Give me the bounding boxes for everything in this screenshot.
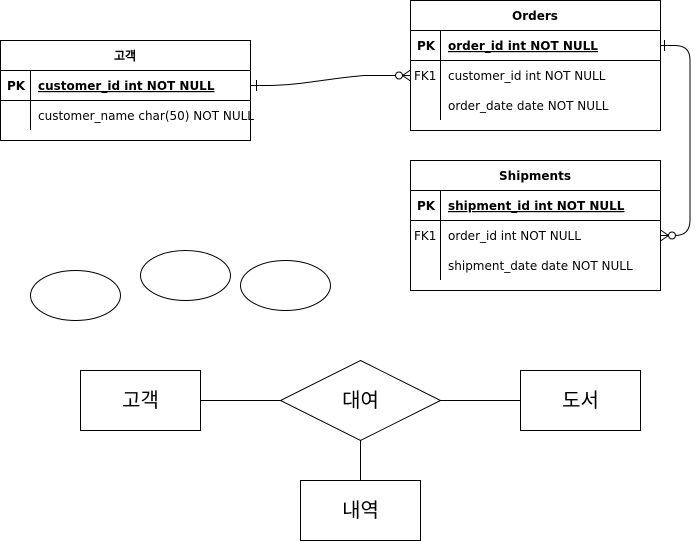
orders-date-field: order_date date NOT NULL [448, 99, 609, 113]
shipments-fk-field: order_id int NOT NULL [448, 229, 581, 243]
rental-relationship[interactable]: 대여 [279, 359, 442, 442]
orders-table[interactable]: Orders PK order_id int NOT NULL FK1 cust… [410, 0, 661, 131]
shipments-pk-field: shipment_id int NOT NULL [448, 199, 625, 214]
orders-pk-key: PK [417, 39, 436, 53]
customer-entity[interactable]: 고객 [80, 370, 201, 431]
orders-fk-field: customer_id int NOT NULL [448, 69, 606, 83]
customer-name-field: customer_name char(50) NOT NULL [38, 109, 254, 123]
shipments-table[interactable]: Shipments PK shipment_id int NOT NULL FK… [410, 160, 661, 291]
customer-pk-key: PK [7, 79, 26, 93]
er-connectors [200, 400, 521, 481]
history-entity-label: 내역 [342, 498, 379, 522]
customer-pk-field: customer_id int NOT NULL [38, 79, 215, 94]
book-entity-label: 도서 [562, 388, 599, 412]
orders-fk-key: FK1 [414, 69, 436, 83]
customer-entity-label: 고객 [122, 388, 159, 412]
book-entity[interactable]: 도서 [520, 370, 641, 431]
shipments-fk-key: FK1 [414, 229, 436, 243]
ellipse-shape-right[interactable] [240, 260, 331, 311]
orders-table-title: Orders [512, 9, 558, 23]
customer-table-title: 고객 [114, 49, 136, 63]
orders-pk-field: order_id int NOT NULL [448, 39, 598, 54]
shipments-date-field: shipment_date date NOT NULL [448, 259, 633, 273]
customer-table[interactable]: 고객 PK customer_id int NOT NULL customer_… [0, 40, 255, 141]
shipments-pk-key: PK [417, 199, 436, 213]
history-entity[interactable]: 내역 [300, 480, 421, 541]
shipments-table-title: Shipments [499, 169, 571, 183]
ellipse-shape-middle[interactable] [140, 250, 231, 301]
customer-orders-connector[interactable] [250, 69, 411, 91]
orders-shipments-connector[interactable] [660, 40, 691, 242]
rental-relationship-label: 대여 [342, 388, 379, 412]
ellipse-shape-left[interactable] [30, 270, 121, 321]
